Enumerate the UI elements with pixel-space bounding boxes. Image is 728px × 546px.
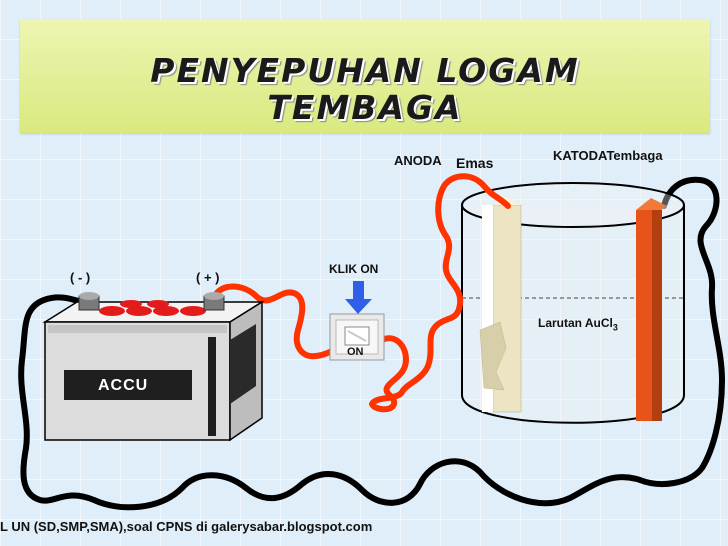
negative-terminal [78,292,100,311]
solution-subscript: 3 [612,322,618,333]
footer-text: L UN (SD,SMP,SMA),soal CPNS di galerysab… [0,519,373,534]
page-title: PENYEPUHAN LOGAM TEMBAGA [20,52,710,126]
katoda-metal-label: Tembaga [606,148,663,163]
positive-terminal [203,292,225,311]
battery-label: ACCU [98,377,149,394]
anode-electrode [479,196,522,413]
battery-cap [126,306,152,316]
battery-cap [99,306,125,316]
battery [42,292,265,442]
battery-cap [120,300,142,308]
solution-label: Larutan AuCl3 [538,316,618,332]
battery-cap [180,306,206,316]
arrow-down-icon [345,281,372,314]
katoda-text: KATODA [553,148,607,163]
positive-terminal-label: ( + ) [196,270,220,285]
title-line-2: TEMBAGA [267,88,463,127]
battery-cap [153,306,179,316]
title-banner [20,19,710,133]
black-wire [18,176,725,511]
cathode-electrode [636,198,665,421]
battery-cap [147,300,169,308]
solution-text: Larutan AuCl [538,316,613,330]
switch-on-label: ON [347,346,364,358]
red-wire [211,173,511,413]
anoda-metal-label: Emas [456,155,494,171]
anoda-label: ANODA [394,153,442,168]
klik-on-label: KLIK ON [329,262,379,276]
light-switch-icon[interactable] [329,313,385,361]
title-line-1: PENYEPUHAN LOGAM [150,51,580,90]
katoda-label: KATODATembaga [553,148,663,163]
negative-terminal-label: ( - ) [70,270,91,285]
